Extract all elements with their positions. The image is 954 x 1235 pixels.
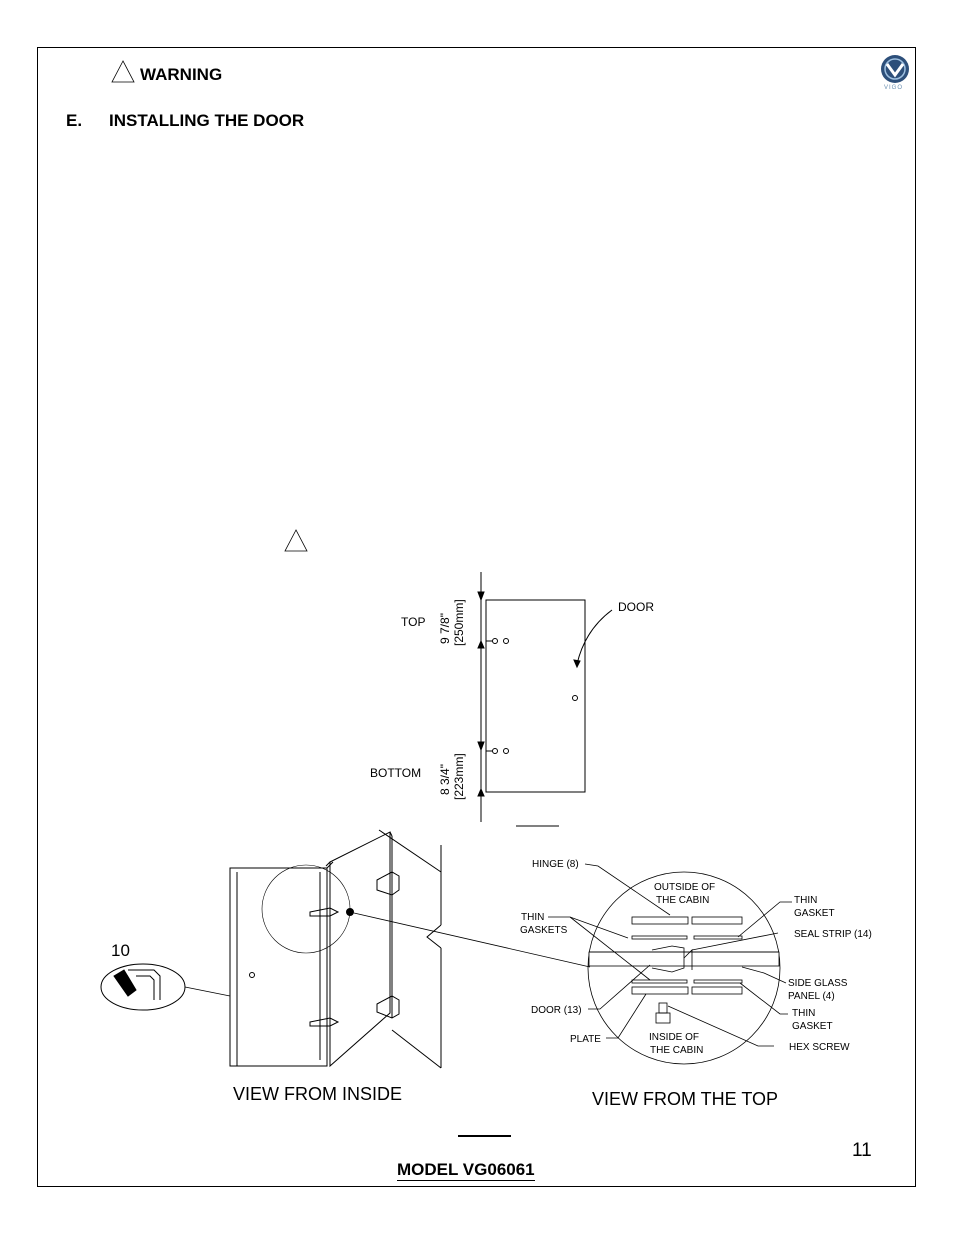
inside-label-2: THE CABIN	[650, 1045, 703, 1056]
top-label: TOP	[401, 615, 425, 629]
outside-label-1: OUTSIDE OF	[654, 882, 715, 893]
hinge-label: HINGE (8)	[532, 859, 579, 870]
side-glass-label-2: PANEL (4)	[788, 991, 835, 1002]
door-13-label: DOOR (13)	[531, 1005, 582, 1016]
bottom-label: BOTTOM	[370, 766, 421, 780]
outside-label-2: THE CABIN	[656, 895, 709, 906]
plate-label: PLATE	[570, 1034, 601, 1045]
inside-label-1: INSIDE OF	[649, 1032, 699, 1043]
thin-gasket-bottom-1: THIN	[792, 1008, 815, 1019]
top-dim-mm: [250mm]	[452, 599, 466, 646]
seal-strip-label: SEAL STRIP (14)	[794, 929, 872, 940]
thin-gaskets-left-2: GASKETS	[520, 925, 568, 936]
door-label: DOOR	[618, 600, 654, 614]
vigo-logo-icon	[881, 55, 909, 83]
hinge-placement-diagram	[477, 572, 613, 827]
thin-gasket-bottom-2: GASKET	[792, 1021, 833, 1032]
warning-label: WARNING	[140, 65, 223, 84]
logo-text: VIGO	[884, 85, 904, 91]
page-frame	[37, 47, 916, 1187]
door-outline	[485, 599, 586, 793]
section-title: INSTALLING THE DOOR	[109, 111, 305, 130]
thin-gaskets-left-1: THIN	[521, 912, 544, 923]
top-dim-in: 9 7/8"	[438, 613, 452, 644]
inside-view-drawing	[100, 829, 591, 1069]
section-letter: E.	[66, 111, 83, 130]
side-glass-label-1: SIDE GLASS	[788, 978, 848, 989]
part-number-10: 10	[111, 941, 130, 960]
warning-triangle-icon	[111, 60, 135, 83]
top-view-caption: VIEW FROM THE TOP	[592, 1089, 778, 1109]
model-number: MODEL VG06061	[397, 1160, 535, 1181]
thin-gasket-right-1: THIN	[794, 895, 817, 906]
bottom-dim-in: 8 3/4"	[438, 764, 452, 795]
hex-screw-label: HEX SCREW	[789, 1042, 850, 1053]
page-number: 11	[852, 1140, 872, 1161]
inside-view-caption: VIEW FROM INSIDE	[233, 1084, 402, 1104]
warning-triangle-icon-2	[284, 529, 308, 552]
bottom-dim-mm: [223mm]	[452, 753, 466, 800]
thin-gasket-right-2: GASKET	[794, 908, 835, 919]
top-view-drawing	[548, 863, 792, 1065]
